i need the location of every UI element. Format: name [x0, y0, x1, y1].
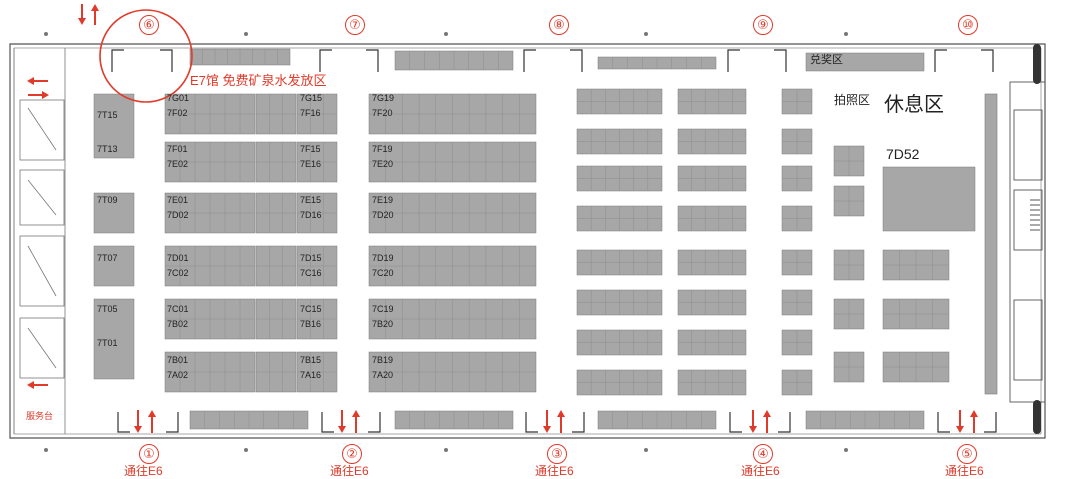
col3_labels-label: 7D20	[372, 210, 394, 220]
arrow-segment	[338, 426, 346, 433]
col1_labels-label: 7D01	[167, 253, 189, 263]
top-doors	[111, 49, 994, 72]
col1_labels-label: 7C01	[167, 304, 189, 314]
gate-9-number: ⑨	[753, 15, 773, 35]
booth-label-7t07: 7T07	[97, 253, 118, 263]
arrow-segment	[148, 410, 156, 417]
gate-4-label: 通往E6	[741, 464, 780, 478]
right-pillar-bottom	[1033, 400, 1041, 434]
t-booth-block-2	[93, 245, 135, 287]
col2_labels-label: 7E15	[300, 195, 322, 205]
gate-4-number: ④	[753, 444, 773, 464]
left-service-strip	[13, 48, 66, 434]
gate-5-number: ⑤	[957, 444, 977, 464]
col2_labels-label: 7B15	[300, 355, 322, 365]
arrow-segment	[557, 410, 565, 417]
award-area-label: 兑奖区	[810, 54, 843, 66]
gate-3-label: 通往E6	[535, 464, 574, 478]
col2_labels-label: 7D15	[300, 253, 322, 263]
rest-booth-7d52	[882, 166, 976, 232]
rest-booth-label: 7D52	[886, 146, 920, 162]
col3_labels-label: 7E20	[372, 159, 394, 169]
gate-6-number: ⑥	[139, 15, 159, 35]
col2_labels-label: 7D16	[300, 210, 322, 220]
arrow-segment	[543, 426, 551, 433]
gate-5-label: 通往E6	[945, 464, 984, 478]
col3_labels-label: 7B19	[372, 355, 394, 365]
service-desk-label: 服务台	[26, 411, 54, 421]
gate-1-number: ①	[139, 444, 159, 464]
booth-label-7t13: 7T13	[97, 144, 118, 154]
award-area-block	[805, 52, 925, 72]
col3_labels-label: 7F20	[372, 108, 393, 118]
col1_labels-label: 7E01	[167, 195, 189, 205]
col1_labels-label: 7C02	[167, 268, 189, 278]
col3_labels-label: 7B20	[372, 319, 394, 329]
col3_labels-label: 7E19	[372, 195, 394, 205]
col1_labels-label: 7F02	[167, 108, 188, 118]
booth-label-7t15: 7T15	[97, 110, 118, 120]
booth-label-7t01: 7T01	[97, 338, 118, 348]
col3_labels-label: 7G19	[372, 93, 395, 103]
col1_labels-label: 7D02	[167, 210, 189, 220]
col2_labels-label: 7E16	[300, 159, 322, 169]
gate-1-label: 通往E6	[124, 464, 163, 478]
water-notice: E7馆 免费矿泉水发放区	[190, 73, 327, 88]
arrow-segment	[352, 410, 360, 417]
col3_labels-label: 7F19	[372, 144, 393, 154]
booth-layer	[93, 48, 976, 430]
gate-8-number: ⑧	[549, 15, 569, 35]
t-booth-block-0	[93, 93, 135, 159]
col1_labels-label: 7B01	[167, 355, 189, 365]
gate-7-number: ⑦	[345, 15, 365, 35]
gate-2-number: ②	[342, 444, 362, 464]
gate-2-label: 通往E6	[330, 464, 369, 478]
entry-arrows	[27, 4, 99, 389]
col2_labels-label: 7B16	[300, 319, 322, 329]
booth-label-7t05: 7T05	[97, 304, 118, 314]
col3_labels-label: 7A20	[372, 370, 394, 380]
right-pillar-top	[1033, 44, 1041, 84]
rest-area-label: 休息区	[884, 94, 944, 116]
col1_labels-label: 7B02	[167, 319, 189, 329]
col2_labels-label: 7F16	[300, 108, 321, 118]
col2_labels-label: 7G15	[300, 93, 323, 103]
bottom-doors	[117, 412, 997, 433]
notice-highlight-circle	[99, 9, 193, 103]
col3_labels-label: 7C19	[372, 304, 394, 314]
col1_labels-label: 7G01	[167, 93, 190, 103]
gate-3-number: ③	[547, 444, 567, 464]
right-wall-booth-strip	[984, 93, 998, 395]
col1_labels-label: 7E02	[167, 159, 189, 169]
col1_labels-label: 7F01	[167, 144, 188, 154]
col2_labels-label: 7F15	[300, 144, 321, 154]
photo-area-label: 拍照区	[834, 93, 871, 107]
col2_labels-label: 7C15	[300, 304, 322, 314]
col3_labels-label: 7C20	[372, 268, 394, 278]
col1_labels-label: 7A02	[167, 370, 189, 380]
bottom-entry-arrows	[134, 410, 978, 433]
arrow-segment	[749, 426, 757, 433]
right-service-block	[1009, 81, 1046, 403]
arrow-segment	[763, 410, 771, 417]
col2_labels-label: 7C16	[300, 268, 322, 278]
arrow-segment	[956, 426, 964, 433]
col2_labels-label: 7A16	[300, 370, 322, 380]
gate-10-number: ⑩	[958, 15, 978, 35]
arrow-segment	[134, 426, 142, 433]
col3_labels-label: 7D19	[372, 253, 394, 263]
t-booth-block-1	[93, 192, 135, 234]
arrow-segment	[970, 410, 978, 417]
booth-label-7t09: 7T09	[97, 195, 118, 205]
t-booth-block-3	[93, 298, 135, 380]
wall-columns	[44, 32, 848, 452]
